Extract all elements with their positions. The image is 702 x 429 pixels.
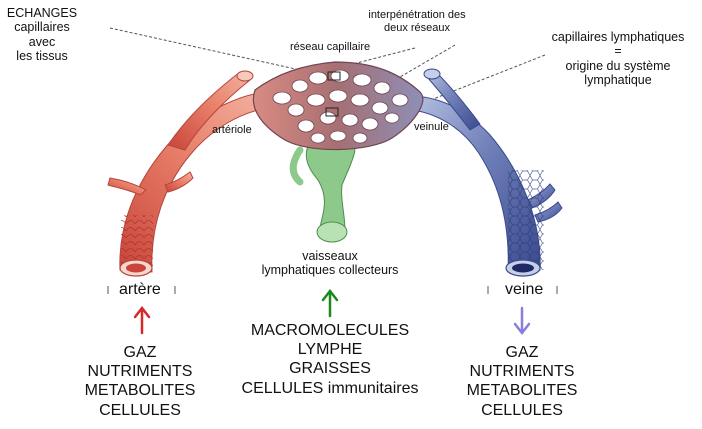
list-vein-exchanges: GAZ NUTRIMENTS METABOLITES CELLULES (462, 343, 582, 420)
label-arteriole: artériole (212, 124, 252, 136)
capillary-network (252, 61, 424, 151)
label-artere: artère (119, 281, 161, 298)
list-item: NUTRIMENTS (87, 363, 193, 381)
list-item: METABOLITES (84, 382, 196, 400)
arrow-up-red (133, 305, 151, 335)
label-vaisseaux-lymphatiques: vaisseaux lymphatiques collecteurs (261, 249, 399, 278)
list-item: GAZ (123, 344, 157, 361)
vein (412, 68, 563, 277)
label-ticks (107, 286, 558, 294)
label-interpenetration: interpénétration des deux réseaux (368, 9, 466, 34)
list-item: CELLULES (99, 401, 181, 419)
label-echanges: ECHANGES capillaires avec les tissus (6, 6, 78, 64)
list-item: MACROMOLECULES (250, 322, 410, 339)
list-item: METABOLITES (466, 382, 578, 400)
list-item: NUTRIMENTS (469, 363, 575, 381)
arrow-down-violet (513, 306, 531, 336)
arrow-up-green (321, 288, 339, 318)
list-item: GAZ (505, 344, 539, 361)
label-veine: veine (505, 281, 544, 298)
list-item: GRAISSES (289, 360, 371, 378)
list-item: CELLULES (481, 401, 563, 419)
list-item: CELLULES immunitaires (241, 379, 419, 397)
label-veinule: veinule (414, 121, 449, 133)
lymphatic-vessel (289, 129, 356, 243)
list-item: LYMPHE (297, 341, 363, 359)
label-reseau-capillaire: réseau capillaire (290, 41, 371, 53)
list-lymphatic-exchanges: MACROMOLECULES LYMPHE GRAISSES CELLULES … (230, 321, 430, 398)
list-artery-exchanges: GAZ NUTRIMENTS METABOLITES CELLULES (80, 343, 200, 420)
artery (107, 70, 269, 277)
label-capillaires-lymphatiques: capillaires lymphatiques = origine du sy… (551, 30, 685, 88)
